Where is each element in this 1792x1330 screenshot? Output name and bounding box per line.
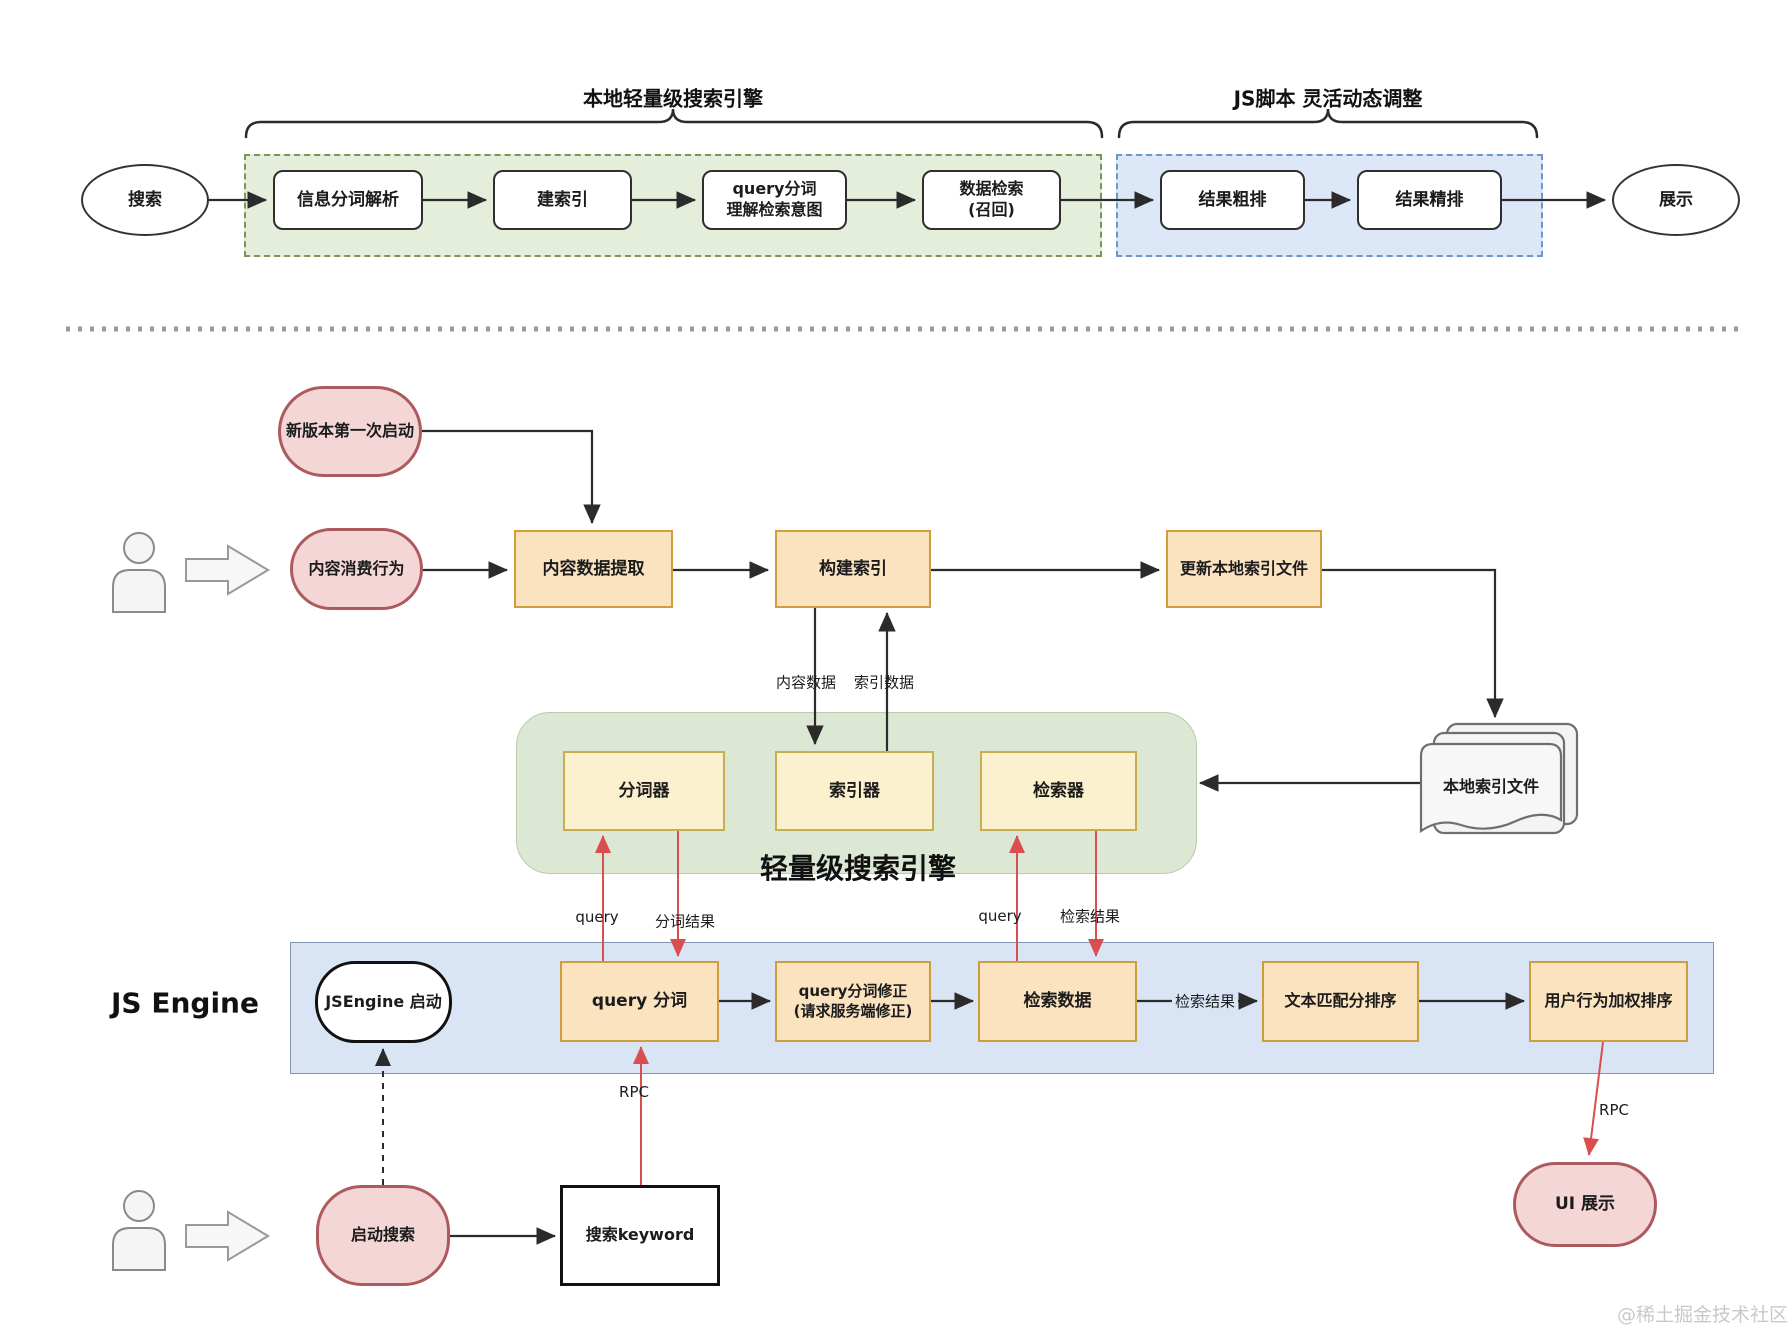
node-indexer: 索引器 [775,751,934,831]
edge-label-query-left: query [575,908,619,926]
node-info-tokenize: 信息分词解析 [273,170,423,230]
edge-label-token-result: 分词结果 [654,912,716,931]
edge-label-query-right: query [978,907,1022,925]
edge-label-retrieve-result-band: 检索结果 [1171,990,1239,1012]
node-jsengine-start: JSEngine 启动 [315,961,452,1043]
node-retrieve-data: 检索数据 [978,961,1137,1042]
node-query-fix: query分词修正 (请求服务端修正) [775,961,931,1042]
node-display-end: 展示 [1612,164,1740,236]
watermark: @稀土掘金技术社区 [1616,1304,1788,1326]
node-behavior-rank: 用户行为加权排序 [1529,961,1688,1042]
edge-label-content-data: 内容数据 [775,673,837,692]
group-label-local-engine: 本地轻量级搜索引擎 [583,86,763,111]
node-tokenizer: 分词器 [563,751,725,831]
node-consume-behavior: 内容消费行为 [290,528,423,610]
node-start-search: 启动搜索 [316,1185,450,1286]
edge-label-index-data: 索引数据 [853,673,915,692]
indexing-flow-arrows [422,429,1504,792]
rpc-label-right: RPC [1599,1101,1629,1119]
node-search-start: 搜索 [81,164,209,236]
node-content-extract: 内容数据提取 [514,530,673,608]
node-retriever: 检索器 [980,751,1137,831]
node-build-index: 构建索引 [775,530,931,608]
node-build-index-top: 建索引 [493,170,632,230]
node-query-tokenize: query 分词 [560,961,719,1042]
person-icon [112,532,166,613]
block-arrow-icon [185,544,270,596]
node-ui-display: UI 展示 [1513,1162,1657,1247]
node-search-keyword: 搜索keyword [560,1185,720,1286]
local-index-file-label: 本地索引文件 [1442,777,1540,796]
red-arrows [595,831,1604,1185]
node-coarse-rank: 结果粗排 [1160,170,1305,230]
group-label-js-script: JS脚本 灵活动态调整 [1233,86,1423,111]
lightweight-engine-title: 轻量级搜索引擎 [759,852,957,885]
node-data-retrieve: 数据检索 (召回) [922,170,1061,230]
edge-label-retrieve-result: 检索结果 [1059,907,1121,926]
node-text-match-rank: 文本匹配分排序 [1262,961,1419,1042]
document-stack-icon [1419,722,1579,835]
node-update-local-index: 更新本地索引文件 [1166,530,1322,608]
person-icon [112,1190,166,1271]
rpc-label-left: RPC [619,1083,649,1101]
node-fine-rank: 结果精排 [1357,170,1502,230]
brace-js-script [1117,108,1539,139]
node-query-intent: query分词 理解检索意图 [702,170,847,230]
js-engine-title: JS Engine [111,986,259,1020]
block-arrow-icon [185,1210,270,1262]
brace-local-engine [244,108,1104,139]
node-first-launch: 新版本第一次启动 [278,386,422,477]
